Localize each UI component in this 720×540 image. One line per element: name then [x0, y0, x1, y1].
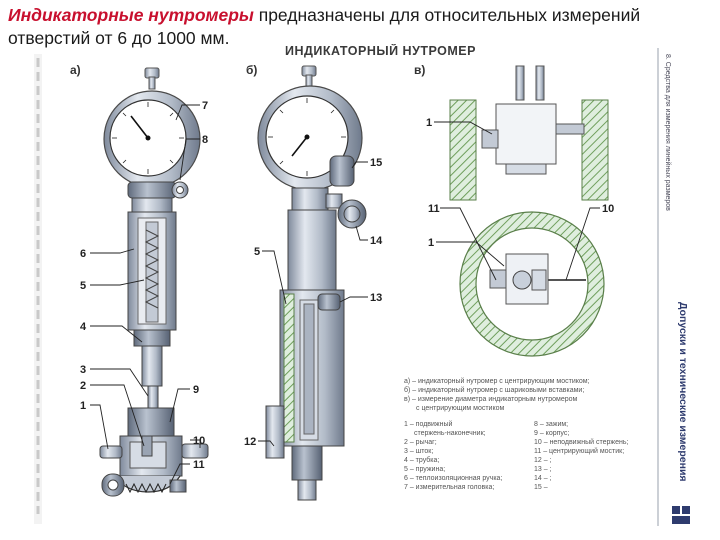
callout-a-7: 7: [202, 100, 208, 112]
callout-a-1: 1: [80, 400, 86, 412]
legend-right-2: 10 – неподвижный стержень;: [534, 438, 629, 446]
figure-a-centering-bore-gauge: [99, 67, 209, 497]
callout-a-4: 4: [80, 321, 87, 333]
callout-c-1-bottom: 1: [428, 237, 434, 249]
side-title: Допуски и технические измерения: [677, 302, 689, 482]
callout-a-2: 2: [80, 380, 86, 392]
heading-emphasis: Индикаторные нутромеры: [8, 5, 254, 25]
side-subtitle: 8. Средства для измерения линейных разме…: [664, 54, 672, 211]
figure-b-ball-insert-bore-gauge: [257, 65, 367, 501]
callout-b-5: 5: [254, 246, 260, 258]
legend-left-1: стержень-наконечник;: [414, 430, 486, 437]
legend-left-0: 1 – подвижный: [404, 420, 452, 428]
callout-a-11: 11: [193, 459, 205, 471]
callout-a-9: 9: [193, 384, 199, 396]
figure-captions: а) – индикаторный нутромер с центрирующи…: [404, 377, 590, 412]
callout-a-3: 3: [80, 364, 86, 376]
legend-left-7: 7 – измерительная головка;: [404, 484, 494, 491]
callout-b-15: 15: [370, 157, 382, 169]
section-label-b: б): [246, 63, 257, 77]
section-label-a: а): [70, 63, 81, 77]
legend-left-3: 3 – шток;: [404, 448, 433, 455]
callout-c-1-top: 1: [426, 117, 432, 129]
legend-left-2: 2 – рычаг;: [404, 439, 437, 446]
callout-a-8: 8: [202, 134, 208, 146]
legend-right-6: 14 – ;: [534, 475, 552, 482]
legend-right-7: 15 –: [534, 484, 548, 491]
legend-left-5: 5 – пружина;: [404, 466, 445, 473]
callout-c-10: 10: [602, 203, 614, 215]
legend-right-0: 8 – зажим;: [534, 421, 568, 428]
callout-b-13: 13: [370, 292, 382, 304]
callout-b-14: 14: [370, 235, 383, 247]
figure-c-measuring-diameter: [449, 65, 609, 357]
figure-c-callouts: 1 11 10 1: [426, 117, 614, 281]
legend-right-5: 13 – ;: [534, 466, 552, 473]
caption-c: в) – измерение диаметра индикаторным нут…: [404, 396, 577, 403]
legend-right-3: 11 – центрирующий мостик;: [534, 447, 624, 455]
caption-a: а) – индикаторный нутромер с центрирующи…: [404, 377, 590, 385]
sheet-title: ИНДИКАТОРНЫЙ НУТРОМЕР: [285, 44, 476, 58]
instrument-diagram-sheet: ИНДИКАТОРНЫЙ НУТРОМЕР а) б) в): [34, 44, 690, 526]
sheet-corner-logo: [672, 506, 690, 524]
legend-left-6: 6 – теплоизоляционная ручка;: [404, 475, 502, 482]
legend-left-4: 4 – трубка;: [404, 456, 439, 464]
caption-b: б) – индикаторный нутромер с шариковыми …: [404, 386, 584, 394]
parts-legend: 1 – подвижный стержень-наконечник; 2 – р…: [404, 420, 629, 491]
legend-right-1: 9 – корпус;: [534, 430, 569, 437]
left-margin-strip: [34, 54, 42, 524]
callout-a-5: 5: [80, 280, 86, 292]
slide-heading: Индикаторные нутромеры предназначены для…: [8, 4, 714, 50]
figure-b-callouts: 15 14 5 13 12: [244, 157, 383, 448]
callout-b-12: 12: [244, 436, 256, 448]
figure-a-callouts: 7 8 6 5 4 3 2 1 9 10 11: [80, 100, 208, 485]
section-label-c: в): [414, 63, 425, 77]
callout-c-11: 11: [428, 203, 440, 215]
callout-a-6: 6: [80, 248, 86, 260]
callout-a-10: 10: [193, 435, 205, 447]
caption-c-cont: с центрирующим мостиком: [416, 405, 504, 412]
heading-rest: предназначены для относительных измерени…: [8, 5, 641, 48]
legend-right-4: 12 – ;: [534, 457, 552, 464]
